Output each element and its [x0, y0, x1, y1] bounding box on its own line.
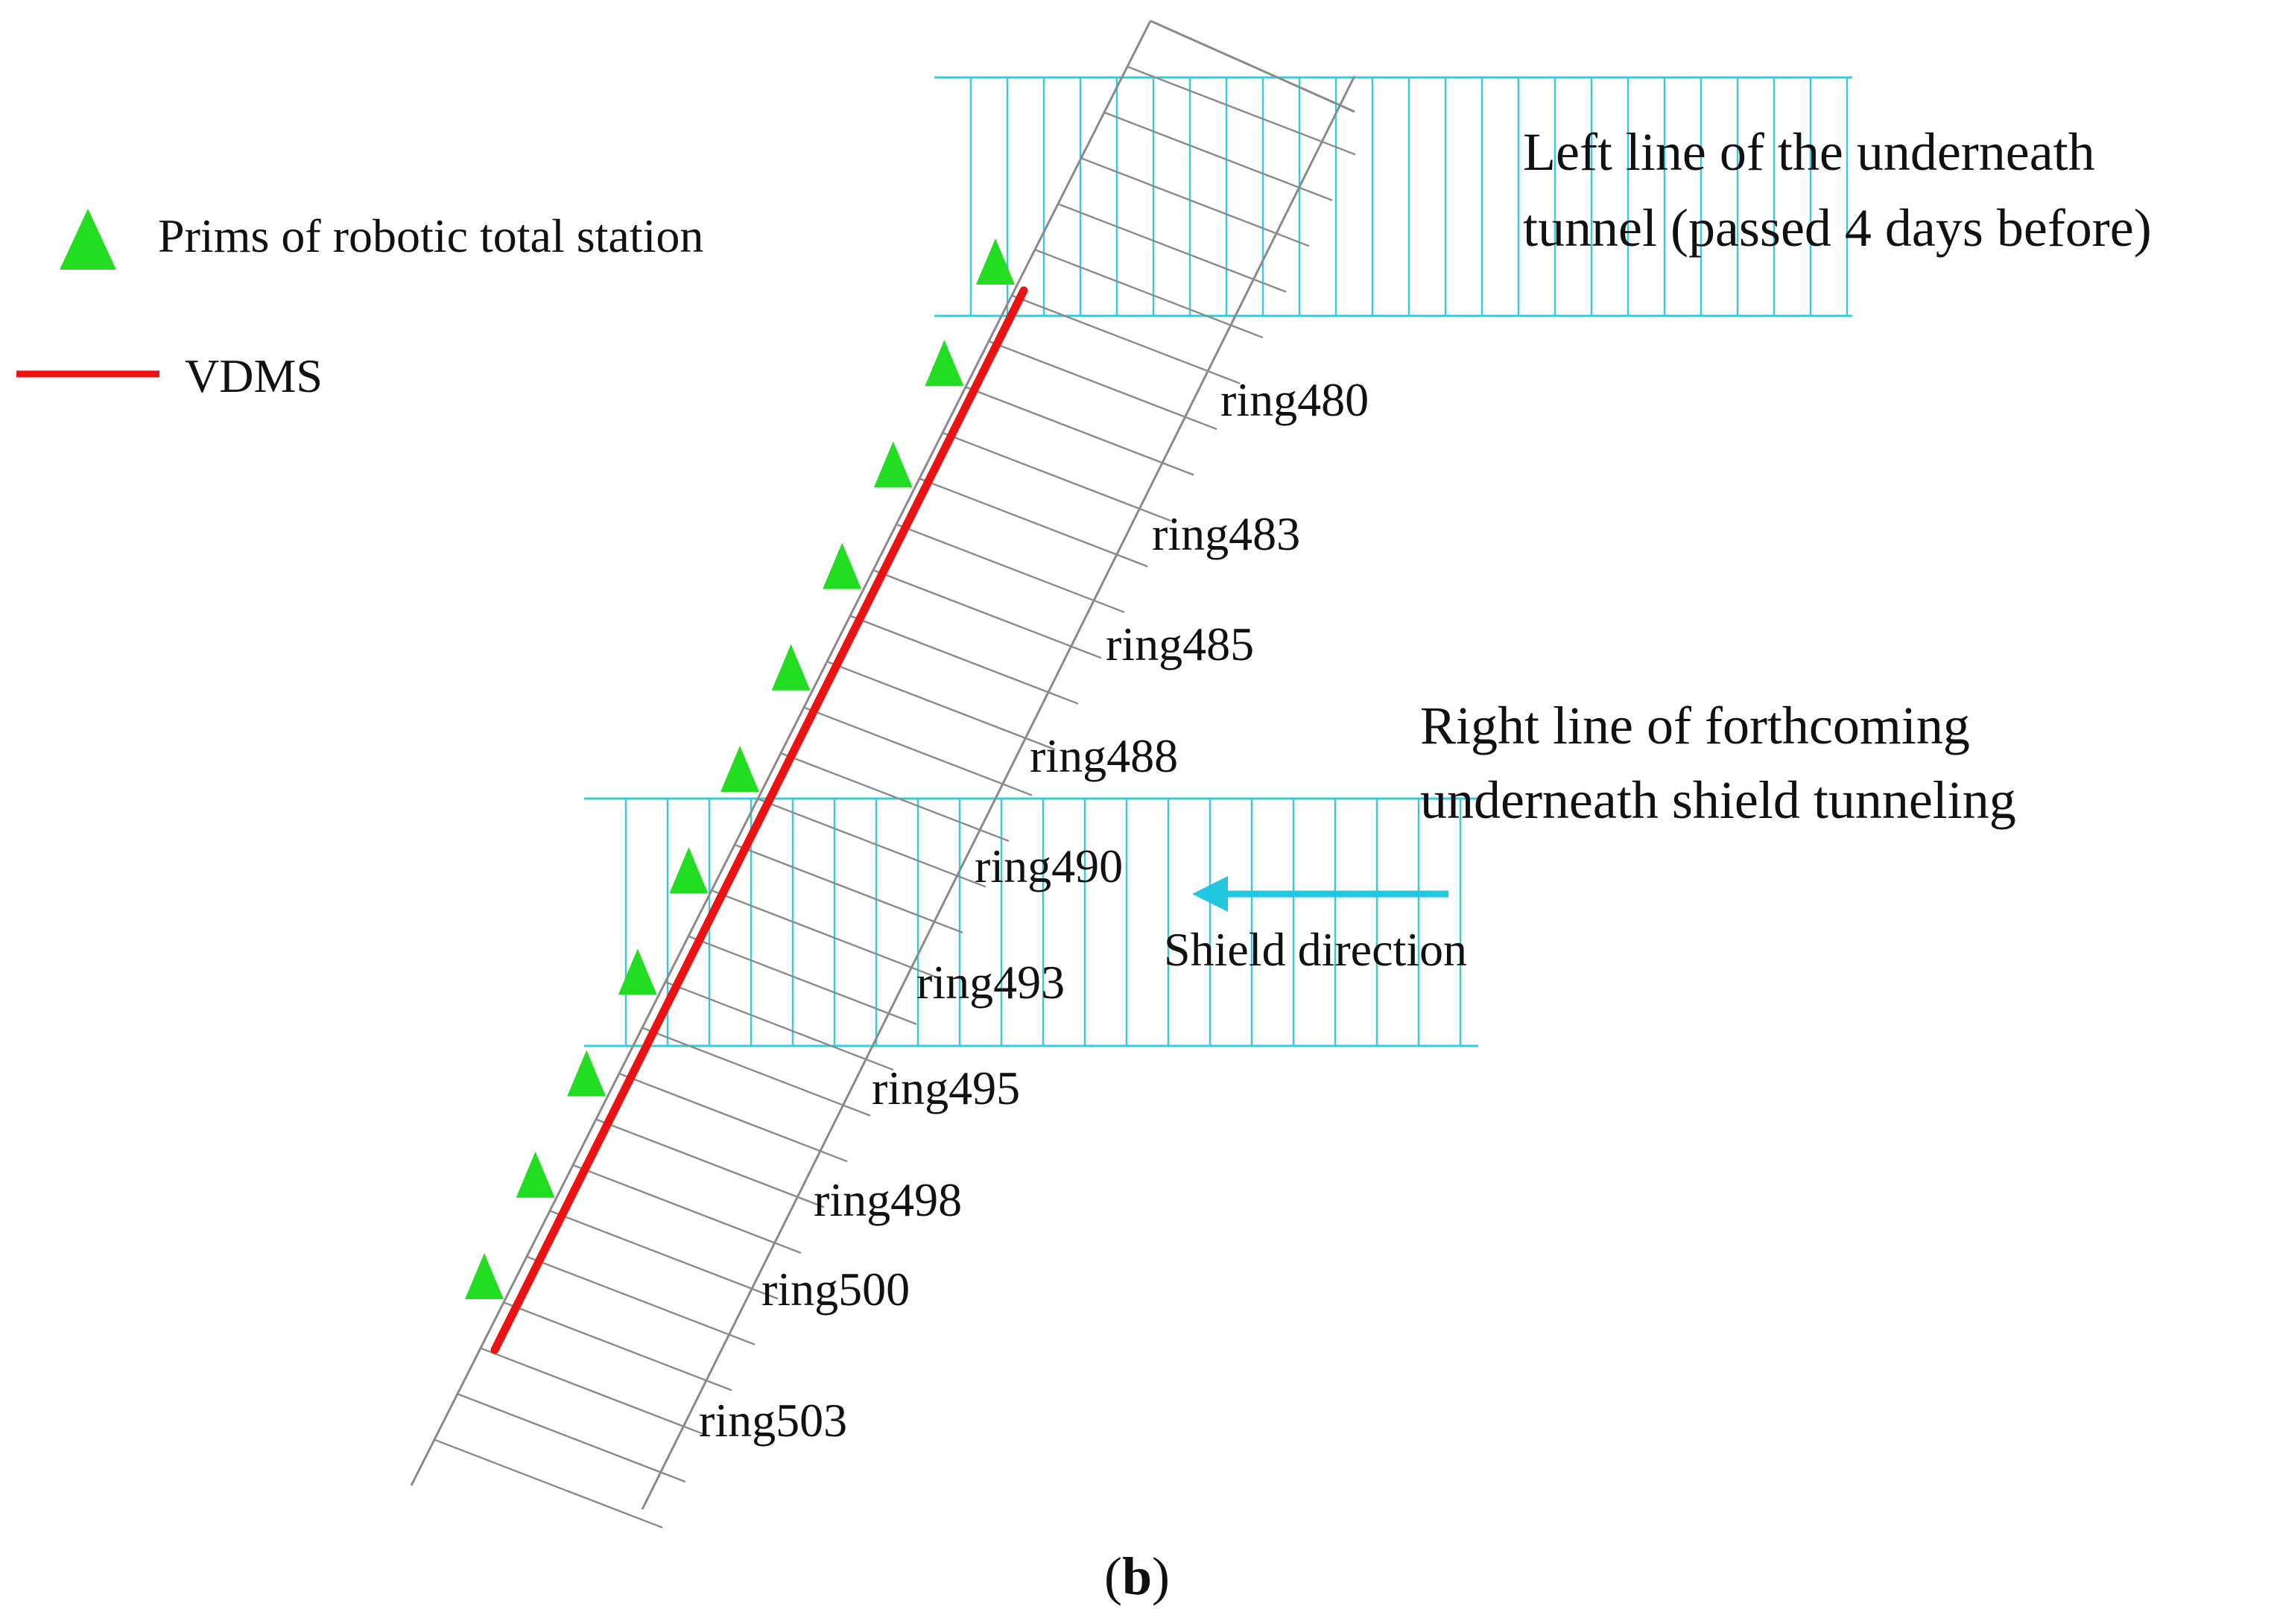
main-tunnel-ring-line [1034, 249, 1264, 339]
main-tunnel-ring-line [642, 1027, 871, 1117]
figure-caption: (b) [1104, 1547, 1170, 1606]
ring-label: ring495 [872, 1062, 1020, 1114]
caption-open: ( [1104, 1547, 1122, 1606]
prism-marker-icon [720, 746, 759, 792]
legend-prism-label: Prims of robotic total station [158, 209, 703, 262]
ring-label: ring498 [814, 1173, 962, 1226]
main-tunnel-ring-line [1127, 66, 1356, 156]
main-tunnel-ring-line [988, 340, 1217, 431]
main-tunnel-ring-line [942, 431, 1171, 522]
right-tunnel-label-line1: Right line of forthcoming [1420, 696, 1970, 755]
caption-letter: b [1122, 1547, 1152, 1606]
vdms-line [490, 286, 1028, 1354]
prism-markers [465, 238, 1015, 1299]
prism-marker-icon [873, 441, 913, 488]
main-tunnel-ring-line [480, 1347, 709, 1437]
prism-marker-icon [567, 1050, 606, 1097]
main-tunnel-ring-line [919, 478, 1148, 568]
left-tunnel-label-line2: tunnel (passed 4 days before) [1523, 198, 2152, 258]
prism-marker-icon [516, 1151, 555, 1198]
main-tunnel-ring-line [734, 843, 963, 933]
prism-marker-icon [669, 847, 709, 894]
ring-label: ring490 [975, 840, 1123, 892]
main-tunnel-ring-line [1057, 203, 1287, 293]
main-tunnel-ring-line [780, 752, 1010, 843]
main-tunnel-ring-line [1103, 111, 1333, 201]
main-tunnel-ring-line [688, 935, 917, 1025]
prism-marker-icon [771, 644, 811, 691]
prism-marker-icon [465, 1253, 504, 1299]
ring-label: ring480 [1220, 373, 1369, 426]
shield-direction-label: Shield direction [1164, 923, 1467, 976]
green-triangle-icon [60, 209, 116, 270]
ring-label: ring485 [1106, 618, 1254, 670]
main-tunnel-ring-line [872, 569, 1102, 659]
left-underneath-tunnel [934, 76, 1852, 317]
right-underneath-tunnel [584, 797, 1478, 1047]
main-tunnel-ring-line [896, 523, 1125, 613]
right-tunnel-label-line2: underneath shield tunneling [1420, 770, 2016, 830]
prism-marker-icon [823, 542, 862, 589]
main-tunnel-ring-line [757, 798, 986, 888]
caption-close: ) [1152, 1547, 1170, 1606]
arrow-left-icon [1192, 876, 1448, 912]
prism-marker-icon [925, 340, 964, 387]
main-tunnel [410, 19, 1356, 1529]
ring-label: ring493 [916, 956, 1065, 1009]
legend-vdms-label: VDMS [185, 349, 323, 402]
main-tunnel-ring-line [595, 1118, 825, 1208]
legend: Prims of robotic total station VDMS [16, 209, 703, 402]
main-tunnel-ring-line [965, 386, 1194, 476]
main-tunnel-right-edge [641, 75, 1356, 1510]
main-tunnel-ring-line [457, 1393, 686, 1483]
main-tunnel-ring-line [503, 1301, 732, 1392]
main-tunnel-ring-line [434, 1439, 663, 1529]
main-tunnel-ring-line [1080, 157, 1310, 247]
main-tunnel-ring-line [826, 661, 1056, 751]
ring-label: ring488 [1030, 729, 1178, 782]
ring-labels: ring480 ring483 ring485 ring488 ring490 … [699, 373, 1369, 1447]
main-tunnel-ring-line [849, 615, 1079, 705]
left-tunnel-label-line1: Left line of the underneath [1523, 122, 2095, 182]
prism-marker-icon [976, 238, 1015, 285]
prism-marker-icon [618, 948, 657, 995]
main-tunnel-ring-line [711, 889, 940, 980]
main-tunnel-ring-line [665, 981, 894, 1071]
main-tunnel-ring-line [1011, 294, 1241, 384]
ring-label: ring500 [761, 1263, 910, 1316]
main-tunnel-ring-line [803, 706, 1033, 796]
ring-label: ring483 [1152, 507, 1300, 560]
main-tunnel-end-cap [1150, 19, 1355, 113]
main-tunnel-ring-line [549, 1210, 779, 1300]
main-tunnel-ring-line [526, 1255, 756, 1345]
ring-label: ring503 [699, 1394, 847, 1447]
main-tunnel-ring-line [572, 1164, 802, 1255]
main-tunnel-ring-line [618, 1072, 848, 1163]
